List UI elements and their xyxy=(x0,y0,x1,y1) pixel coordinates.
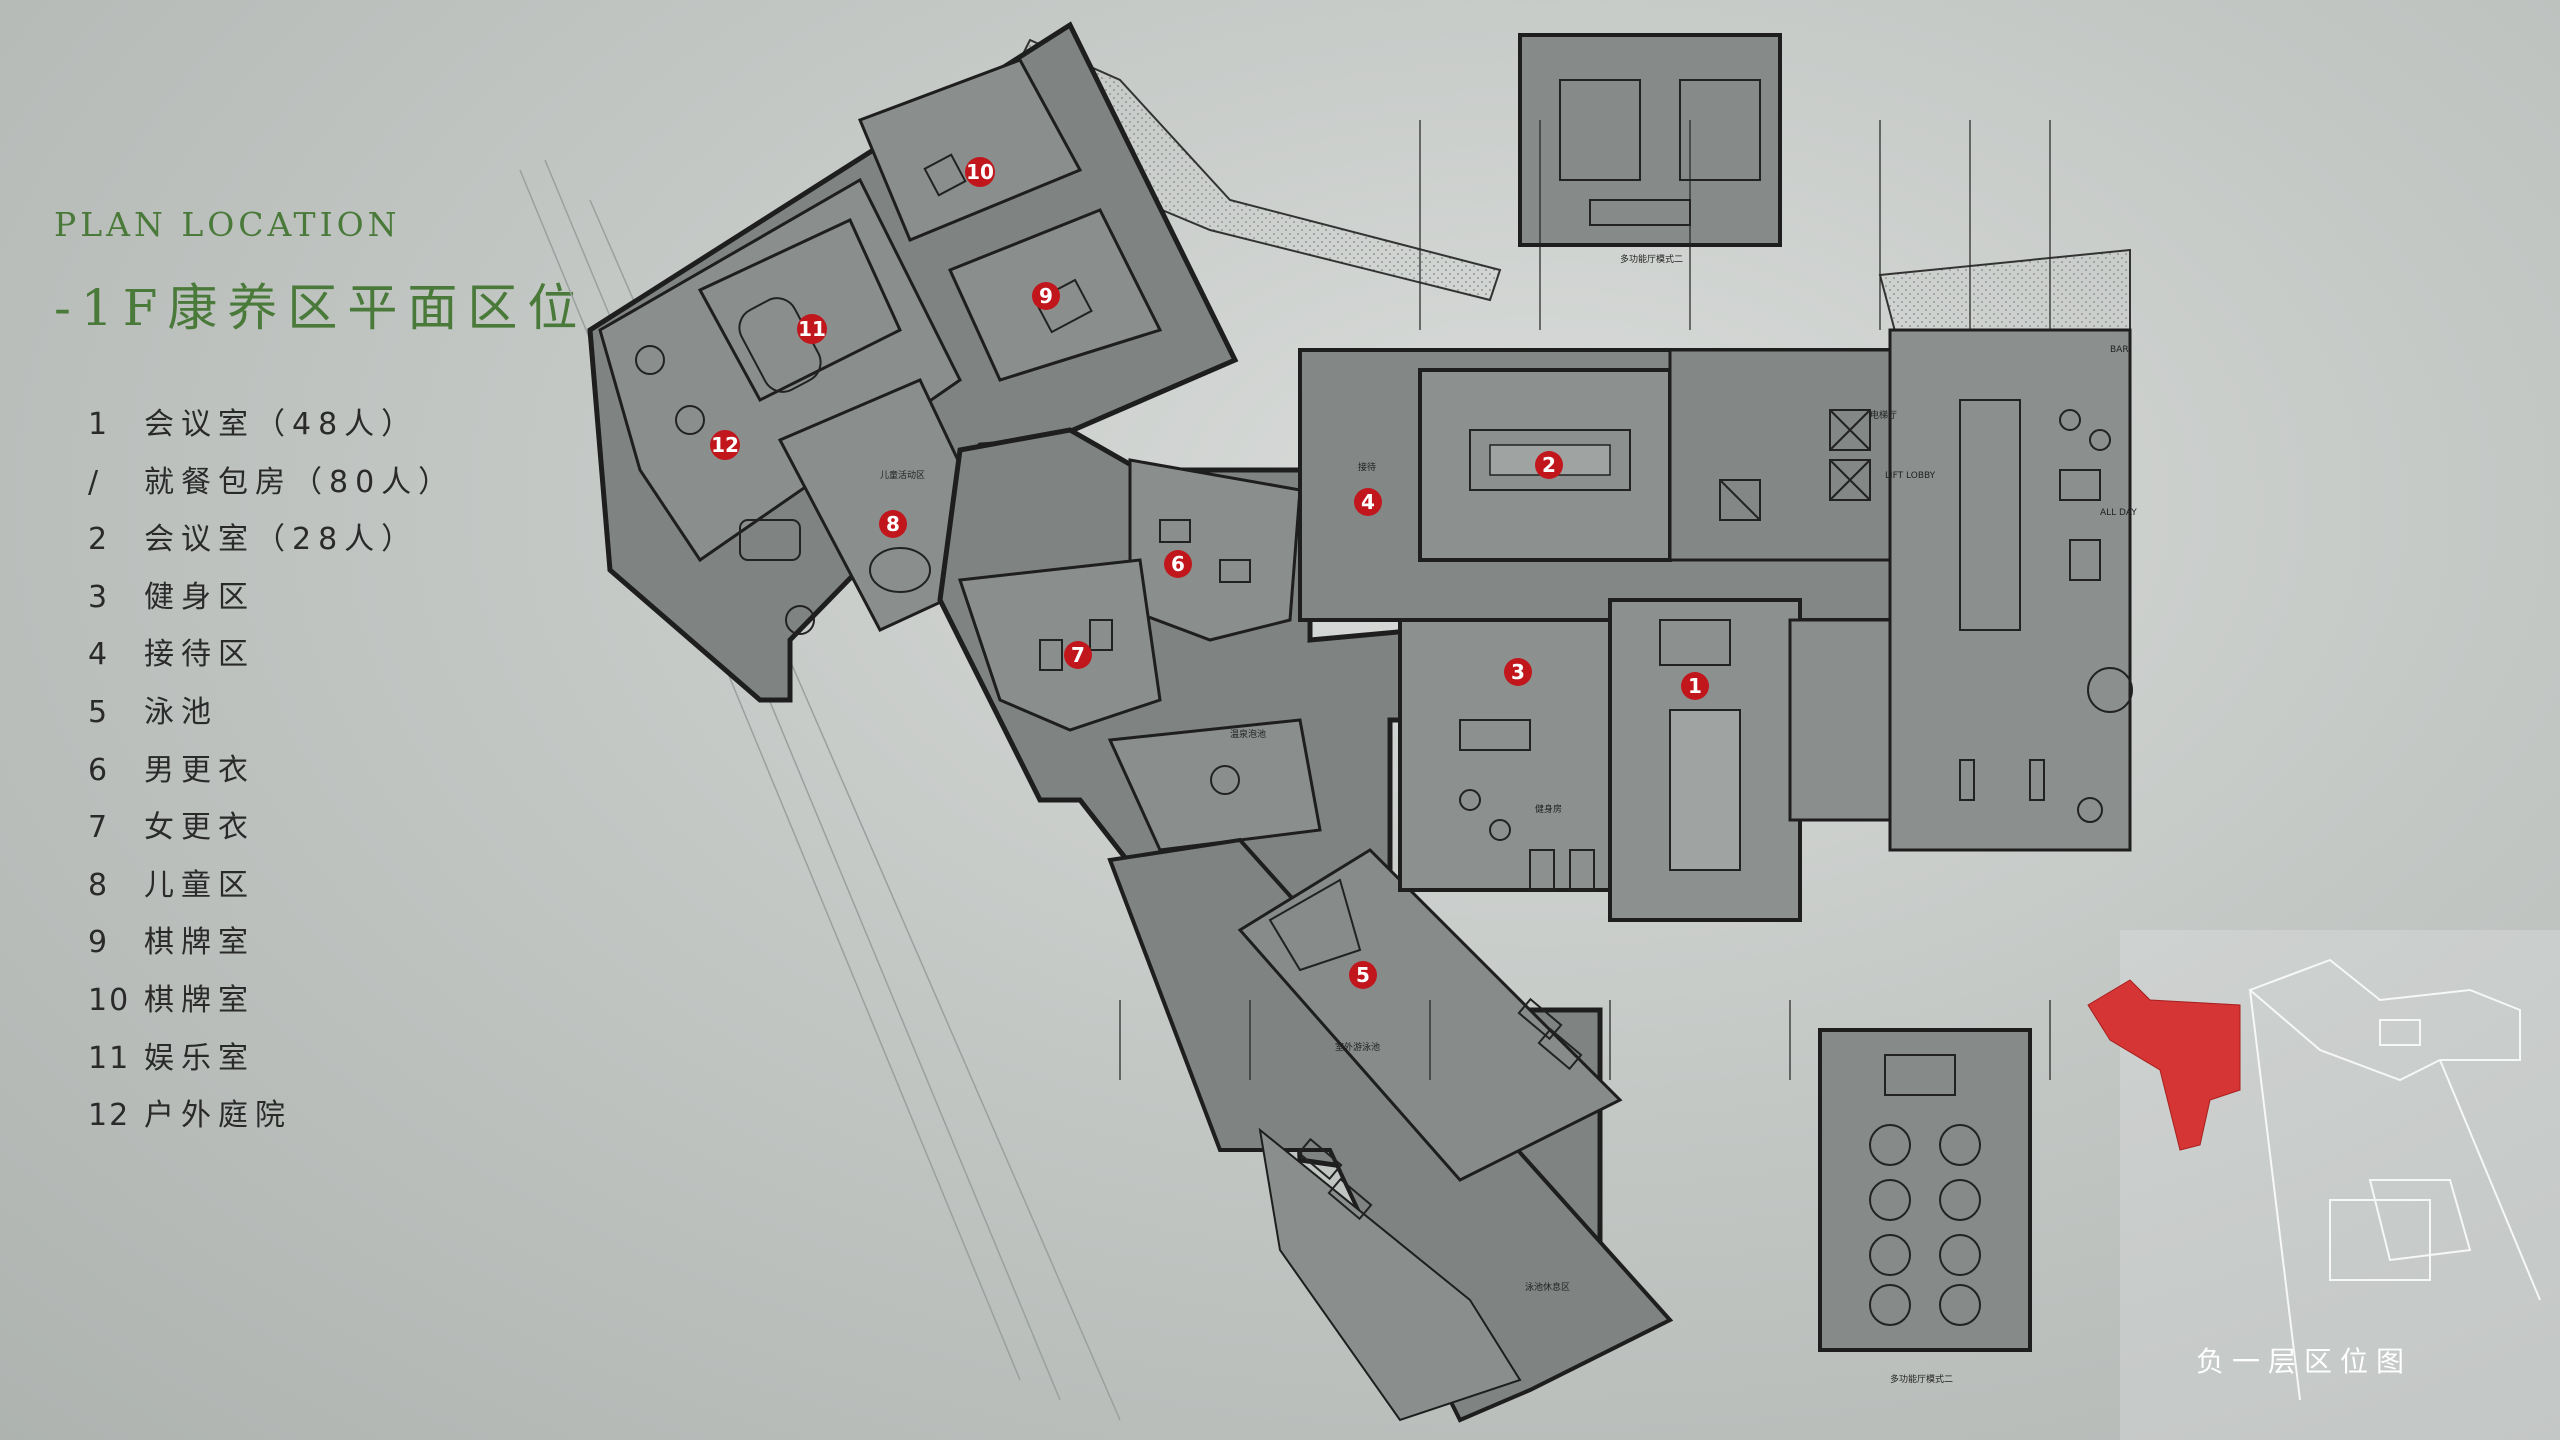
legend-num: 4 xyxy=(88,637,110,673)
legend-num: 6 xyxy=(88,752,110,788)
bar-label: BAR xyxy=(2110,345,2129,355)
svg-text:11: 11 xyxy=(798,317,826,341)
legend-item: / 就餐包房（80人） xyxy=(88,454,455,512)
legend-num: 7 xyxy=(88,810,110,846)
svg-text:5: 5 xyxy=(1356,963,1370,987)
svg-text:2: 2 xyxy=(1542,453,1556,477)
multi-hall-top xyxy=(1518,33,1782,247)
title-chinese: -1F康养区平面区位 xyxy=(54,279,588,337)
marker-12: 12 xyxy=(710,430,740,460)
legend-item: 6 男更衣 xyxy=(88,742,455,800)
marker-6: 6 xyxy=(1164,550,1192,578)
legend-label: 就餐包房（80人） xyxy=(144,464,456,500)
all-day-label: ALL DAY xyxy=(2100,508,2137,518)
svg-text:7: 7 xyxy=(1071,643,1085,667)
multi-hall-bottom xyxy=(1818,1028,2032,1352)
minimap-highlight xyxy=(2087,979,2241,1151)
legend-num: 8 xyxy=(88,867,110,903)
room-11-block xyxy=(697,218,902,402)
legend-label: 儿童区 xyxy=(144,867,255,903)
legend-item: 5 泳池 xyxy=(88,684,455,742)
room-6-block xyxy=(1128,458,1302,642)
wc-block xyxy=(1788,618,1892,822)
multi-hall-top-label: 多功能厅模式二 xyxy=(1620,253,1683,265)
legend-num: 2 xyxy=(88,522,110,558)
legend-num: 3 xyxy=(88,579,110,615)
legend-num: 9 xyxy=(88,925,110,961)
legend-label: 健身区 xyxy=(144,579,255,615)
legend-item: 4 接待区 xyxy=(88,626,455,684)
east-restaurant xyxy=(1888,328,2133,852)
kids-label: 儿童活动区 xyxy=(880,469,925,481)
marker-5: 5 xyxy=(1349,961,1377,989)
legend-label: 泳池 xyxy=(144,694,218,730)
legend-num: / xyxy=(88,464,101,500)
room-10-block xyxy=(858,58,1083,242)
marker-1: 1 xyxy=(1681,672,1709,700)
legend-label: 接待区 xyxy=(144,637,255,673)
title-english: PLAN LOCATION xyxy=(54,205,401,244)
central-block xyxy=(1298,348,1922,922)
marker-10: 10 xyxy=(965,157,995,187)
legend-label: 会议室（48人） xyxy=(144,407,419,442)
lift-lobby-en-label: LIFT LOBBY xyxy=(1885,471,1936,481)
legend-list: 1 会议室（48人） / 就餐包房（80人） 2 会议室（28人） 3 健身区 4 接待区… xyxy=(88,396,455,1145)
legend-label: 娱乐室 xyxy=(144,1040,255,1076)
legend-item: 10 棋牌室 xyxy=(88,972,455,1030)
legend-num: 12 xyxy=(88,1098,131,1134)
marker-2: 2 xyxy=(1535,451,1563,479)
multi-hall-bottom-label: 多功能厅模式二 xyxy=(1890,1373,1953,1385)
svg-text:1: 1 xyxy=(1688,674,1702,698)
lift-lobby-label: 电梯厅 xyxy=(1870,409,1897,421)
svg-text:8: 8 xyxy=(886,512,900,536)
marker-8: 8 xyxy=(879,510,907,538)
legend-label: 男更衣 xyxy=(144,752,255,788)
legend-item: 7 女更衣 xyxy=(88,799,455,857)
marker-7: 7 xyxy=(1064,641,1092,669)
legend-item: 12 户外庭院 xyxy=(88,1087,455,1145)
north-wing xyxy=(587,21,1239,703)
gym-label: 健身房 xyxy=(1535,803,1562,815)
marker-11: 11 xyxy=(797,314,827,344)
lift-lobby xyxy=(1668,348,1892,562)
legend-item: 3 健身区 xyxy=(88,569,455,627)
hot-spring-label: 温泉泡池 xyxy=(1230,728,1266,740)
svg-text:9: 9 xyxy=(1039,284,1053,308)
legend-num: 1 xyxy=(88,407,110,442)
grid-axes xyxy=(1119,120,2051,1080)
meeting-room-2 xyxy=(1418,368,1672,562)
svg-text:4: 4 xyxy=(1361,490,1375,514)
svg-text:3: 3 xyxy=(1511,660,1525,684)
legend-num: 5 xyxy=(88,694,110,730)
legend-item: 8 儿童区 xyxy=(88,857,455,915)
legend-label: 女更衣 xyxy=(144,810,255,846)
hot-spring-block xyxy=(1107,718,1322,852)
pool-lounge xyxy=(1258,1127,1522,1422)
legend-item: 1 会议室（48人） xyxy=(88,396,455,454)
legend-label: 会议室（28人） xyxy=(144,522,419,558)
legend-label: 户外庭院 xyxy=(144,1098,292,1134)
svg-text:10: 10 xyxy=(966,160,994,184)
reception-label: 接待 xyxy=(1358,461,1376,473)
marker-9: 9 xyxy=(1032,282,1060,310)
legend-item: 9 棋牌室 xyxy=(88,914,455,972)
minimap xyxy=(2087,930,2560,1440)
marker-3: 3 xyxy=(1504,658,1532,686)
svg-text:12: 12 xyxy=(711,433,739,457)
room-7-block xyxy=(957,558,1162,732)
legend-label: 棋牌室 xyxy=(144,925,255,961)
pool-outdoor-label: 室外游泳池 xyxy=(1335,1041,1380,1053)
legend-label: 棋牌室 xyxy=(144,982,255,1018)
legend-num: 10 xyxy=(88,982,131,1018)
legend-num: 11 xyxy=(88,1040,131,1076)
svg-text:6: 6 xyxy=(1171,552,1185,576)
minimap-caption: 负一层区位图 xyxy=(2196,1345,2413,1378)
marker-4: 4 xyxy=(1354,488,1382,516)
legend-item: 2 会议室（28人） xyxy=(88,511,455,569)
legend-item: 11 娱乐室 xyxy=(88,1030,455,1088)
pool-rest-label: 泳池休息区 xyxy=(1525,1281,1570,1293)
